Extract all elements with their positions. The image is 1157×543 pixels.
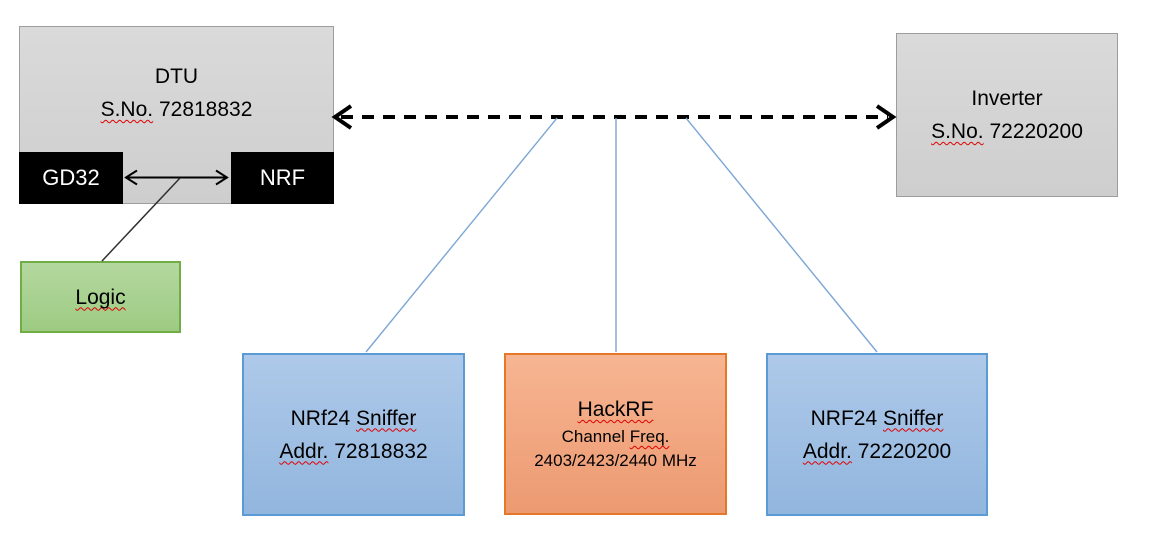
inverter-node: Inverter S.No. 72220200 [896, 33, 1118, 197]
sniffer-right-addr: Addr. 72220200 [768, 435, 986, 468]
gd32-chip-label: GD32 [42, 165, 100, 190]
inverter-title: Inverter [971, 87, 1043, 110]
hackrf-channels: 2403/2423/2440 MHz [534, 451, 697, 470]
inverter-serial: S.No. 72220200 [897, 115, 1117, 148]
sniffer-left-name-word: Sniffer [356, 406, 417, 430]
sniffer-right-addr-value: 72220200 [857, 439, 952, 463]
sniffer-right-name-word: Sniffer [883, 406, 944, 430]
dtu-serial: S.No. 72818832 [20, 93, 333, 126]
sniffer-left-name: NRf24 Sniffer [244, 402, 463, 435]
sniffer-left-name-prefix: NRf24 [290, 406, 351, 430]
rf-link-arrowhead-left [331, 104, 353, 130]
nrf-chip: NRF [231, 152, 334, 204]
rf-link-arrowhead-right [875, 104, 897, 130]
gd32-chip: GD32 [19, 152, 123, 204]
hackrf-title: HackRF [577, 398, 654, 421]
sniffer-right-addr-label: Addr. [802, 439, 852, 463]
sniffer-left-tap-line [365, 117, 558, 353]
nrf-chip-label: NRF [259, 165, 306, 190]
sniffer-right-tap-line [685, 117, 878, 353]
dtu-serial-value: 72818832 [158, 98, 253, 121]
sniffer-right-name: NRF24 Sniffer [768, 402, 986, 435]
logic-node: Logic [20, 261, 181, 333]
sniffer-left-addr-value: 72818832 [334, 439, 428, 463]
dtu-title: DTU [154, 65, 199, 88]
logic-label: Logic [75, 285, 126, 309]
inverter-serial-label: S.No. [931, 120, 984, 143]
sniffer-right-node: NRF24 Sniffer Addr. 72220200 [766, 353, 988, 516]
hackrf-freq-label-prefix: Channel [561, 427, 625, 446]
sniffer-left-addr: Addr. 72818832 [244, 435, 463, 468]
hackrf-freq-label: Channel Freq. [506, 425, 725, 449]
dtu-serial-label: S.No. [100, 98, 154, 121]
sniffer-left-addr-label: Addr. [279, 439, 329, 463]
hackrf-freq-label-word: Freq. [629, 427, 670, 446]
sniffer-left-node: NRf24 Sniffer Addr. 72818832 [242, 353, 465, 516]
inverter-serial-value: 72220200 [989, 120, 1083, 143]
sniffer-right-name-prefix: NRF24 [810, 406, 878, 430]
hackrf-node: HackRF Channel Freq. 2403/2423/2440 MHz [504, 353, 727, 515]
